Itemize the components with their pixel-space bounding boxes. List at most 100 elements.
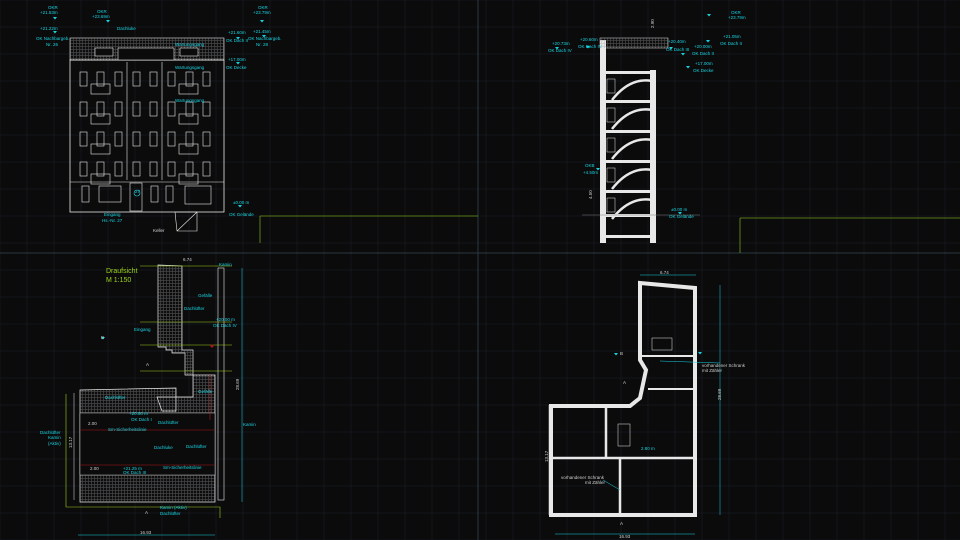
roof-plan-label: 28.69 [235,378,240,390]
roof-plan-label: Dachlüfter [186,444,207,449]
leader [602,479,621,491]
elevation-label: OK Nachbargeb. [248,36,282,41]
roof-plan-label: +20.00 m [216,317,235,322]
dormer-window [179,47,199,57]
level-marker-icon [53,17,57,20]
window [185,131,194,147]
roof-plan-label: 6.74 [183,257,192,262]
window [185,71,194,87]
marker [210,344,214,348]
window [132,131,141,147]
level-marker-icon [669,47,673,50]
level-marker-icon [236,37,240,40]
section-label: OK Gelände [669,214,694,219]
elevation-label: Wartungsgang [175,98,205,103]
window [79,101,88,117]
roof-plan-label: A [145,510,149,515]
section-walls [600,40,656,243]
level-marker-icon [707,14,711,17]
door [606,107,616,123]
section-label: +4.50m [583,170,599,175]
window [132,101,141,117]
elevation-label: Eingang [104,212,121,217]
floor-plan-label: vorhandener Schrank [702,363,746,368]
level-marker-icon [260,20,264,23]
window [149,161,158,177]
level-marker-icon [681,53,685,56]
level-marker-icon [262,35,266,38]
roof-plan-label: (Aktiv) [48,441,61,446]
dormer-window [94,47,114,57]
balcony [90,113,111,125]
elevation-label: Wartungsgang [175,42,205,47]
roof-plan-label: Dachlüfter [158,420,179,425]
window [114,101,123,117]
window [132,161,141,177]
elevation-label: +23.69m [92,14,110,19]
level-marker-icon [236,62,240,65]
stair-flight [611,79,653,101]
stair-flight [611,108,653,130]
floor-plan-label: A [620,521,624,526]
roof-plan-label: A [146,362,150,367]
level-marker-icon [678,212,682,215]
floor-plan-label: 16.93 [619,534,631,539]
roof-plan-scale: M 1:150 [106,277,132,284]
floor-slab [604,160,652,163]
elevation-label: OK Nachbargeb. [36,36,70,41]
section-roof [599,37,669,49]
elevation-label: Nr. 28 [256,42,269,47]
roof-plan-title: Draufsicht [106,268,138,275]
window [167,161,176,177]
floor-slab [604,71,652,74]
section-label: +20.60m [580,37,598,42]
entrance-door [129,182,143,212]
level-marker-icon [101,337,105,340]
roof-plan-label: OK Dach I [131,417,152,422]
door [606,137,616,153]
leader [659,360,721,364]
dormer [117,47,175,61]
window [79,161,88,177]
level-marker-icon [596,168,600,171]
section-label: OK Decke [693,68,714,73]
window [185,161,194,177]
level-marker-icon [53,31,57,34]
roof-plan-label: OK Dach III [123,470,147,475]
window [167,131,176,147]
floor-plan-label: 28.69 [717,388,722,400]
door [606,167,616,183]
shop-window [184,185,212,205]
window [96,101,105,117]
window [79,71,88,87]
level-marker-icon [106,20,110,23]
shop-window [98,185,122,203]
roof-plan-label: Kamin (Aktiv) [160,505,187,510]
elevation-label: ±0.00 m [233,200,250,205]
elevation-label: +21.22m [40,26,58,31]
section-label: OK Dach II [720,41,743,46]
floor-slab [604,100,652,103]
section-label: ±0.00 m [671,207,688,212]
level-marker-icon [586,46,590,49]
elevation-label: Keller [153,228,165,233]
floor-plan-label: mit Zähler [702,368,723,373]
elevation-label: +17.00m [228,57,246,62]
elevation-label: +21.45m [253,29,271,34]
section-label: 4.50 [588,190,593,199]
roof-plan-label: Sm-Sicherheitslinie [108,427,147,432]
elevation-label: OK Decke [226,65,247,70]
floor-slab [604,214,652,217]
stair-flight [611,168,653,190]
window [132,71,141,87]
window [150,185,159,203]
level-marker-icon [555,47,559,50]
elevation-label: OK Dach II [226,38,249,43]
floor-plan-walls [549,280,697,517]
roof-plan-label: 2.00 [90,466,99,471]
staircase [617,423,631,447]
section-label: +20.00m [694,44,712,49]
elevation-label: OKR [258,5,268,10]
roof-plan-label: 13.17 [68,436,73,448]
